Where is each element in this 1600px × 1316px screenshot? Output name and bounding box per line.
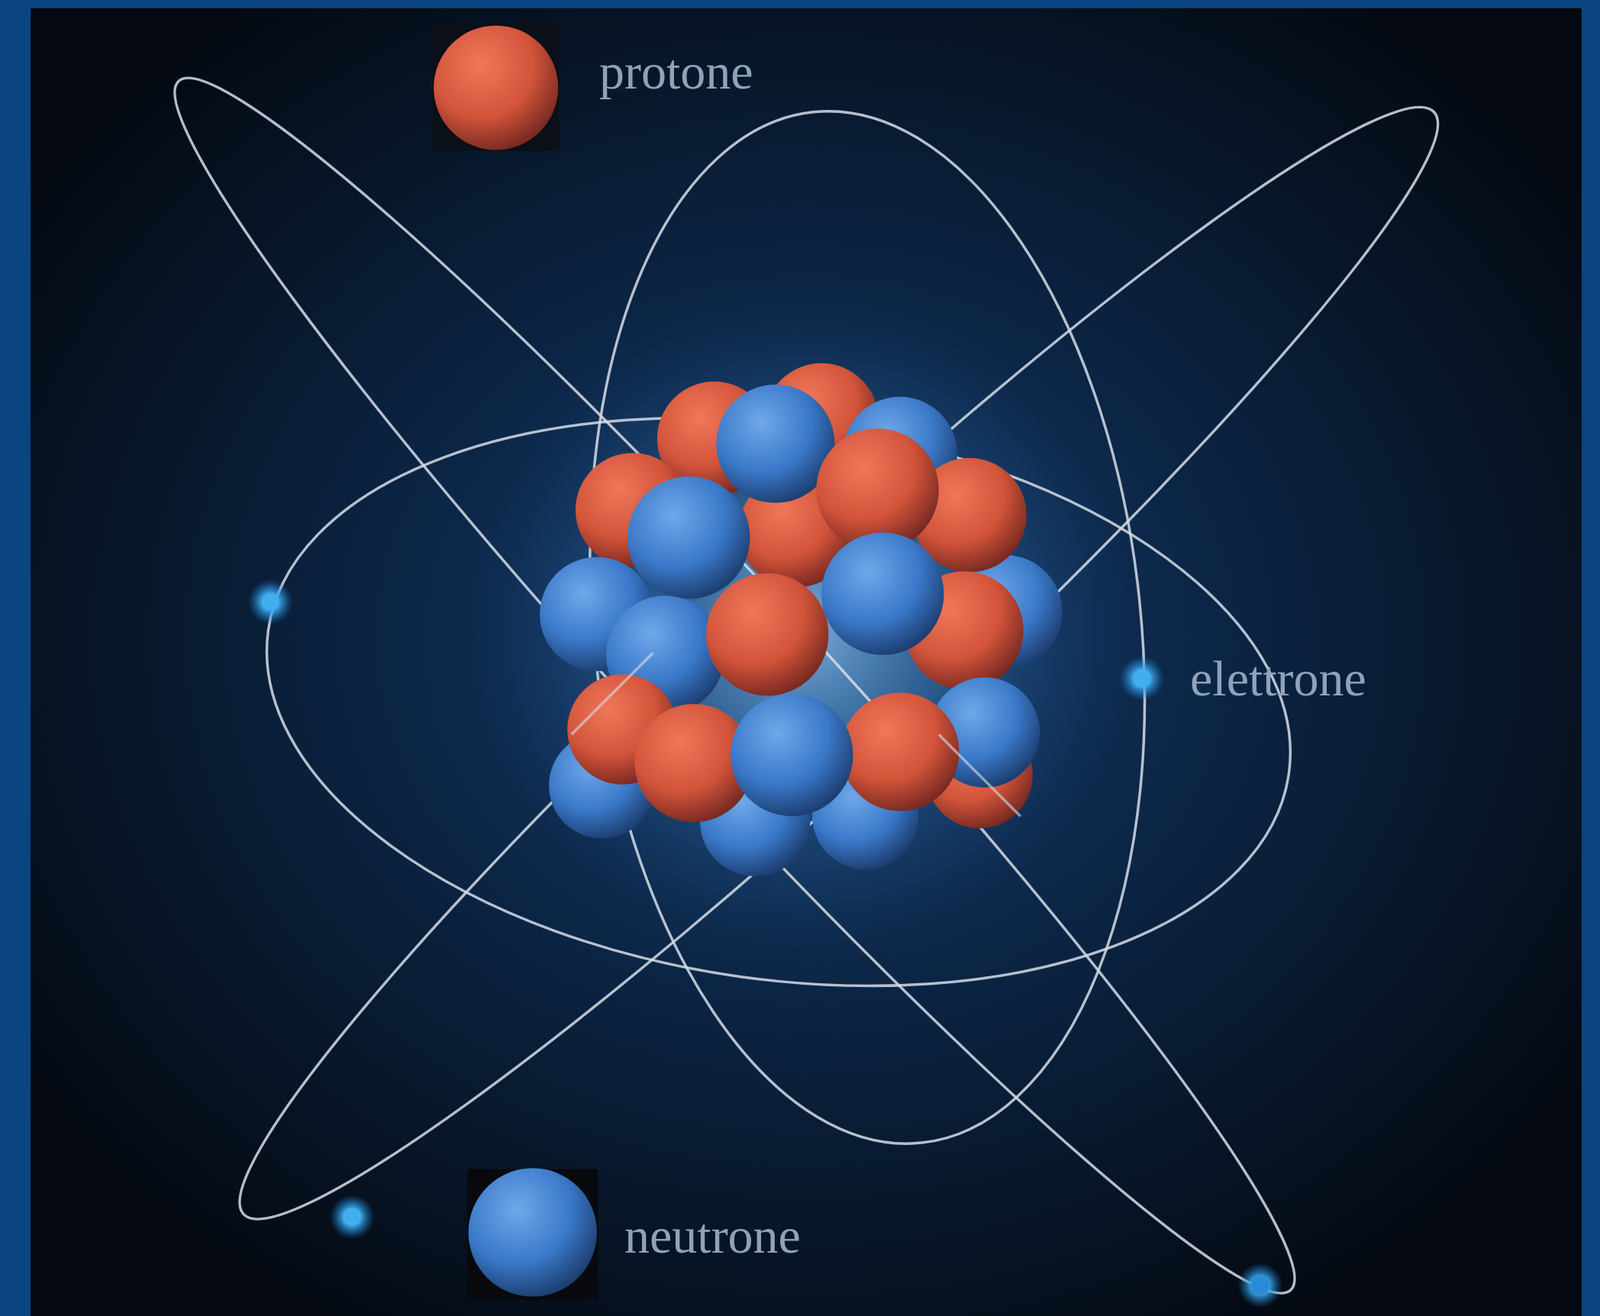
electron bbox=[262, 593, 279, 610]
orbit bbox=[175, 38, 1502, 1288]
proton-ball bbox=[816, 428, 939, 551]
orbit bbox=[112, 20, 1357, 1316]
orbit-segment bbox=[938, 734, 1021, 817]
electron bbox=[1119, 655, 1165, 701]
orbit bbox=[229, 355, 1328, 1049]
proton-ball bbox=[840, 692, 959, 811]
orbit-segment bbox=[571, 652, 654, 735]
electron bbox=[248, 579, 294, 625]
neutron-label: neutrone bbox=[624, 1210, 801, 1262]
electron bbox=[1237, 1263, 1283, 1309]
proton-ball bbox=[706, 573, 829, 696]
proton-icon-ground bbox=[432, 24, 560, 152]
proton-icon bbox=[433, 25, 559, 150]
orbit bbox=[541, 83, 1194, 1171]
neutron-ball bbox=[730, 693, 853, 817]
neutron-icon bbox=[468, 1167, 597, 1297]
proton-label: protone bbox=[599, 46, 754, 97]
neutron-ball bbox=[821, 532, 944, 655]
electron bbox=[329, 1194, 375, 1240]
electron bbox=[1251, 1276, 1270, 1295]
orbits bbox=[112, 20, 1502, 1316]
front-orbit-segments bbox=[571, 652, 1021, 817]
neutron-ball bbox=[627, 476, 750, 599]
nucleus bbox=[539, 363, 1062, 877]
electron bbox=[1132, 669, 1152, 688]
nucleus-glow bbox=[464, 290, 1138, 965]
dark-ground bbox=[30, 8, 1582, 1316]
electron-label: elettrone bbox=[1190, 653, 1367, 704]
electrons bbox=[248, 579, 1283, 1308]
electron bbox=[342, 1207, 362, 1226]
